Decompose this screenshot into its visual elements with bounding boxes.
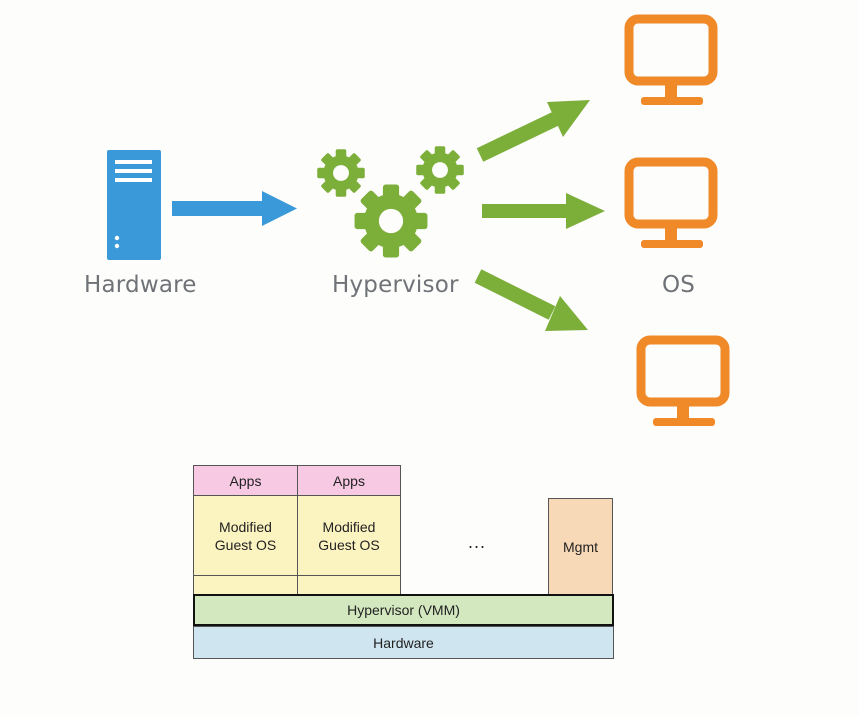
vm1-guest-os-line2: Guest OS [214,536,277,553]
hypervisor-label: Hypervisor [332,272,459,298]
arrow-right-icon [172,191,297,226]
vm1-guest-os-box: Modified Guest OS [193,495,298,576]
vm2-guest-os-box: Modified Guest OS [297,495,401,576]
hardware-box-label: Hardware [373,634,434,651]
vm2-apps-box: Apps [297,465,401,496]
hypervisor-vmm-label: Hypervisor (VMM) [347,602,460,618]
arrow-down-right-icon [474,269,588,331]
vm1-guest-os-base [193,575,298,595]
mgmt-box: Mgmt [548,498,613,595]
vm2-guest-os-base [297,575,401,595]
ellipsis: ... [468,532,487,552]
hardware-label: Hardware [84,272,197,298]
vm1-apps-label: Apps [229,472,262,489]
hardware-box: Hardware [193,626,614,659]
virtualization-diagram [107,0,859,440]
os-label: OS [662,272,696,298]
vm2-guest-os-line1: Modified [322,518,376,535]
vm1-guest-os-line1: Modified [219,518,272,535]
arrow-up-right-icon [476,100,590,162]
mgmt-label: Mgmt [563,538,598,555]
vm2-apps-label: Apps [333,472,365,489]
vm2-guest-os-line2: Guest OS [318,536,380,553]
hypervisor-vmm-box: Hypervisor (VMM) [193,594,614,626]
vm1-apps-box: Apps [193,465,298,496]
server-icon [107,150,161,260]
arrow-right-green-icon [482,193,605,229]
